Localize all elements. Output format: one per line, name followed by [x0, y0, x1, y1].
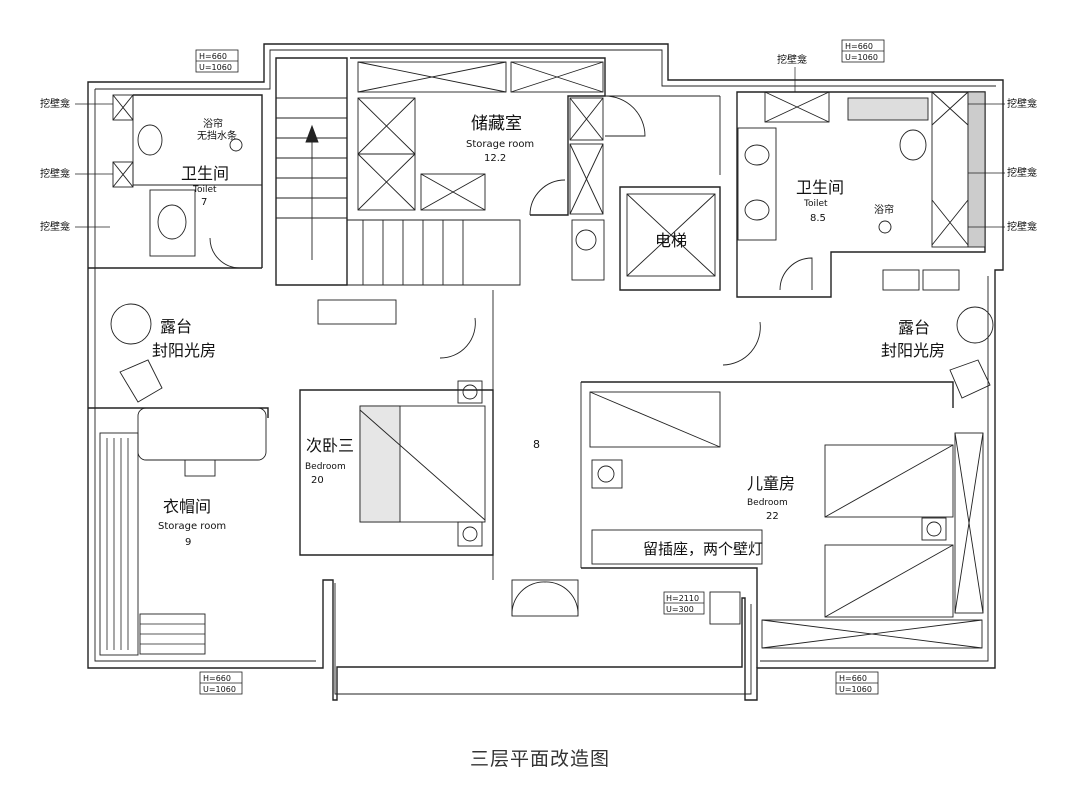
terrace-left [88, 303, 269, 656]
window-tag-u: U=1060 [845, 53, 878, 62]
staircase [275, 57, 521, 286]
window-tag-bottom-mid: H=2110 U=300 [663, 591, 705, 615]
window-tag-h: H=660 [845, 42, 873, 51]
window-tag-u: U=1060 [199, 63, 232, 72]
water-stop-label: 无挡水条 [197, 129, 237, 142]
bedroom3-en: Bedroom [305, 462, 346, 472]
outer-walls [87, 43, 1004, 701]
kids-room-zh: 儿童房 [747, 474, 795, 493]
toilet-left-area: 7 [201, 197, 207, 208]
window-tag-h: H=660 [839, 674, 867, 683]
kids-room-en: Bedroom [747, 498, 788, 508]
storage-top-en: Storage room [466, 139, 534, 150]
niche-label: 挖壁龛 [40, 167, 70, 180]
terrace-left-zh2: 封阳光房 [152, 341, 216, 360]
window-tag-h: H=660 [199, 52, 227, 61]
toilet-left-en: Toilet [192, 185, 217, 195]
window-tag-u: U=300 [666, 605, 694, 614]
window-tag-bottom-left: H=660 U=1060 [199, 671, 243, 695]
kids-room-area: 22 [766, 511, 779, 522]
niche-label: 挖壁龛 [1007, 166, 1037, 179]
window-tag-bottom-right: H=660 U=1060 [835, 671, 879, 695]
bedroom-3 [299, 299, 494, 556]
toilet-right-en: Toilet [803, 199, 828, 209]
corridor-area: 8 [533, 438, 540, 451]
figure-caption: 三层平面改造图 [469, 748, 610, 770]
storage-top-zh: 储藏室 [471, 114, 522, 134]
niche-label: 挖壁龛 [1007, 97, 1037, 110]
niche-label: 挖壁龛 [1007, 220, 1037, 233]
shower-curtain-label: 浴帘 [874, 203, 894, 216]
corridor [492, 290, 761, 617]
window-tag-h: H=2110 [666, 594, 699, 603]
elevator-shaft [619, 186, 721, 291]
toilet-right [736, 91, 986, 298]
window-tag-top-right: H=660 U=1060 [841, 39, 885, 63]
window-tag-h: H=660 [203, 674, 231, 683]
terrace-left-zh1: 露台 [160, 317, 192, 336]
bedroom3-area: 20 [311, 475, 324, 486]
window-tag-u: U=1060 [839, 685, 872, 694]
closet-zh: 衣帽间 [163, 497, 211, 516]
elevator-label: 电梯 [655, 231, 687, 250]
closet-en: Storage room [158, 521, 226, 532]
toilet-right-zh: 卫生间 [796, 178, 844, 197]
toilet-left-zh: 卫生间 [181, 164, 229, 183]
bedroom3-zh: 次卧三 [306, 436, 354, 455]
shower-curtain-label: 浴帘 [203, 117, 223, 130]
socket-note: 留插座，两个壁灯 [643, 540, 763, 558]
toilet-left [88, 94, 263, 269]
storage-top-area: 12.2 [484, 153, 506, 164]
niche-label: 挖壁龛 [40, 220, 70, 233]
niche-label: 挖壁龛 [40, 97, 70, 110]
terrace-right-zh2: 封阳光房 [881, 341, 945, 360]
storage-room-top [350, 57, 721, 281]
niche-callouts: 挖壁龛 挖壁龛 挖壁龛 挖壁龛 挖壁龛 挖壁龛 挖壁龛 [40, 53, 1037, 233]
window-tag-top-left: H=660 U=1060 [195, 49, 239, 73]
room-labels: 储藏室 Storage room 12.2 卫生间 Toilet 7 浴帘 无挡… [152, 114, 945, 558]
closet-area: 9 [185, 537, 191, 548]
terrace-right-zh1: 露台 [898, 318, 930, 337]
kids-room [581, 269, 994, 668]
niche-label: 挖壁龛 [777, 53, 807, 66]
toilet-right-area: 8.5 [810, 213, 826, 224]
window-tag-u: U=1060 [203, 685, 236, 694]
